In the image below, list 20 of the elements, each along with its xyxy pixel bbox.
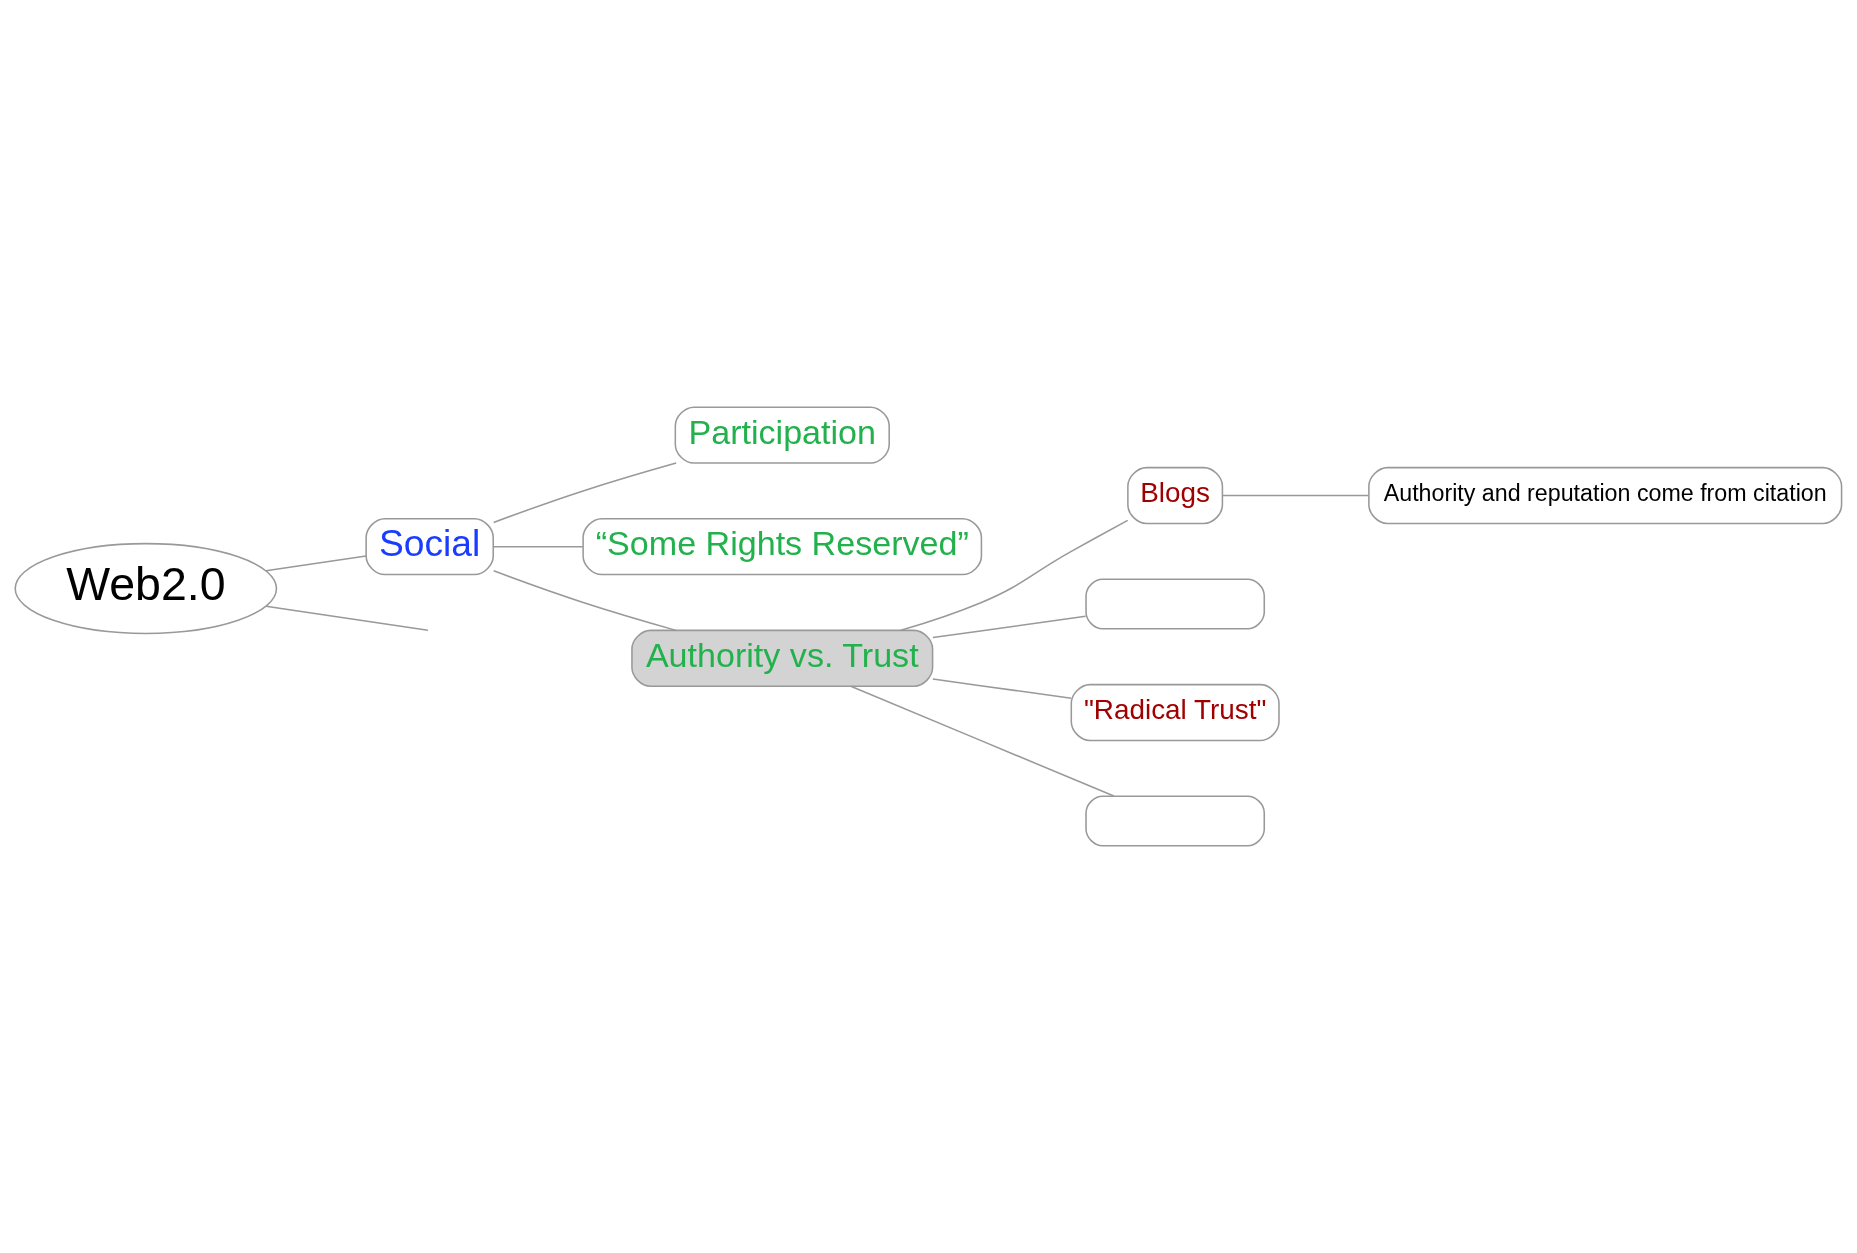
- connector: [850, 685, 1115, 797]
- node-box: "Radical Trust": [1070, 683, 1280, 742]
- connector: [492, 570, 677, 632]
- connector: [900, 519, 1129, 632]
- node-box: Authority vs. Trust: [631, 629, 934, 687]
- connector: [265, 605, 429, 632]
- node-ellipse: Web2.0: [14, 542, 278, 635]
- node-box: Blogs: [1127, 466, 1224, 525]
- node-box: Participation: [674, 406, 890, 464]
- connector: [492, 462, 677, 524]
- connector: [932, 678, 1072, 700]
- node-box: “Some Rights Reserved”: [582, 518, 983, 576]
- connector: [265, 555, 367, 572]
- connector: [492, 545, 584, 548]
- connector: [1222, 494, 1370, 497]
- node-box: Social: [365, 518, 494, 576]
- node-box: [1085, 795, 1266, 847]
- node-box: [1085, 578, 1266, 630]
- connector: [932, 615, 1087, 639]
- node-box: Authority and reputation come from citation: [1368, 466, 1843, 525]
